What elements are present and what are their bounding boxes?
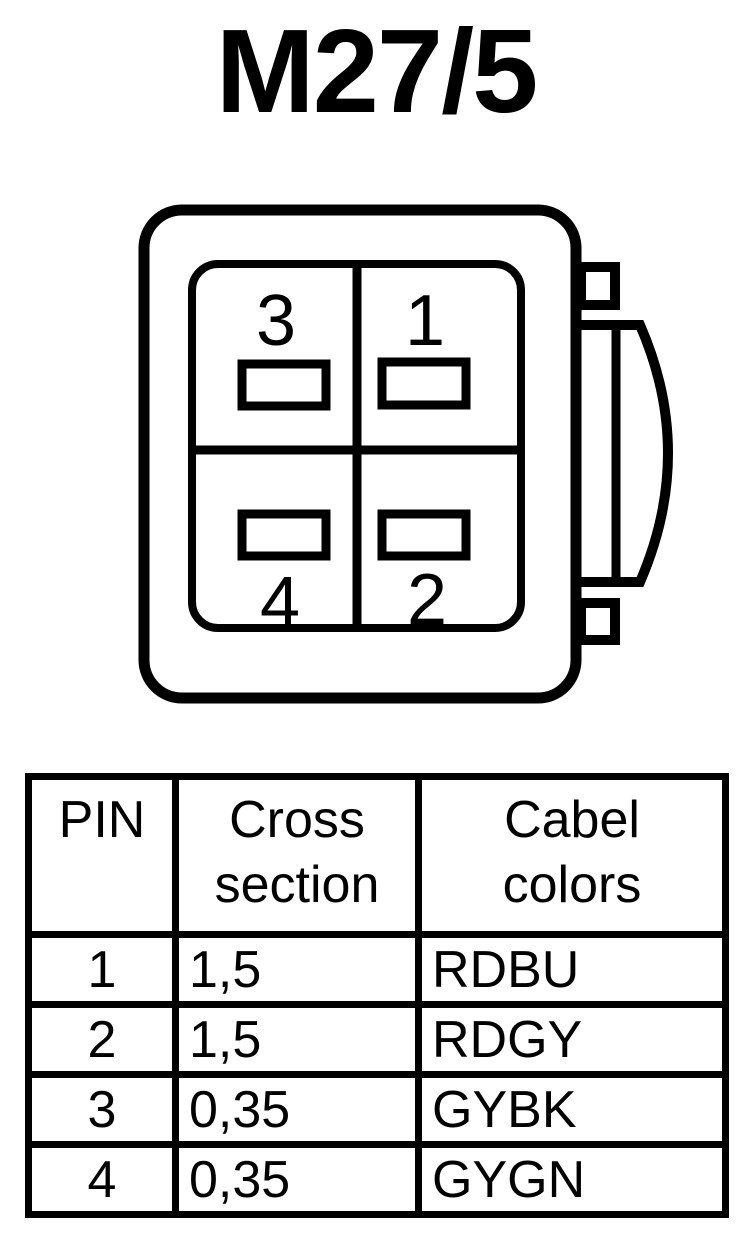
pin-3-label: 3 xyxy=(256,281,296,361)
cell-cross-section: 1,5 xyxy=(172,931,422,1008)
connector-title: M27/5 xyxy=(215,5,539,138)
cell-cross-section: 0,35 xyxy=(172,1071,422,1148)
cell-cross-section: 0,35 xyxy=(172,1141,422,1218)
cell-cable-color: GYBK xyxy=(415,1071,729,1148)
cell-cable-color: GYGN xyxy=(415,1141,729,1218)
table-row: 2 1,5 RDGY xyxy=(25,1001,729,1078)
cell-pin: 1 xyxy=(25,931,179,1008)
cell-cross-section: 1,5 xyxy=(172,1001,422,1078)
connector-body xyxy=(138,204,582,704)
pin-2-slot xyxy=(377,509,471,561)
pin-4-label: 4 xyxy=(260,563,300,643)
col-header-cable-colors: Cabel colors xyxy=(415,773,729,938)
cell-pin: 2 xyxy=(25,1001,179,1078)
col-header-cross-section: Cross section xyxy=(172,773,422,938)
pin-3-slot xyxy=(237,359,331,411)
cell-pin: 4 xyxy=(25,1141,179,1218)
cell-cable-color: RDBU xyxy=(415,931,729,1008)
latch-outline xyxy=(576,320,673,587)
table-row: 4 0,35 GYGN xyxy=(25,1141,729,1218)
mount-tab-bottom xyxy=(576,598,620,645)
pin-1-label: 1 xyxy=(405,281,445,361)
table-header-row: PIN Cross section Cabel colors xyxy=(25,773,729,938)
table-row: 3 0,35 GYBK xyxy=(25,1071,729,1148)
pin-4-slot xyxy=(237,509,331,561)
connector-diagram: 3 1 4 2 xyxy=(138,204,673,704)
table-row: 1 1,5 RDBU xyxy=(25,931,729,1008)
cell-pin: 3 xyxy=(25,1071,179,1148)
pin-2-label: 2 xyxy=(407,560,447,640)
col-header-pin: PIN xyxy=(25,773,179,938)
pin-table: PIN Cross section Cabel colors 1 1,5 RDB… xyxy=(25,773,729,1218)
cell-cable-color: RDGY xyxy=(415,1001,729,1078)
mount-tab-top xyxy=(576,262,620,310)
pin-1-slot xyxy=(377,357,471,410)
